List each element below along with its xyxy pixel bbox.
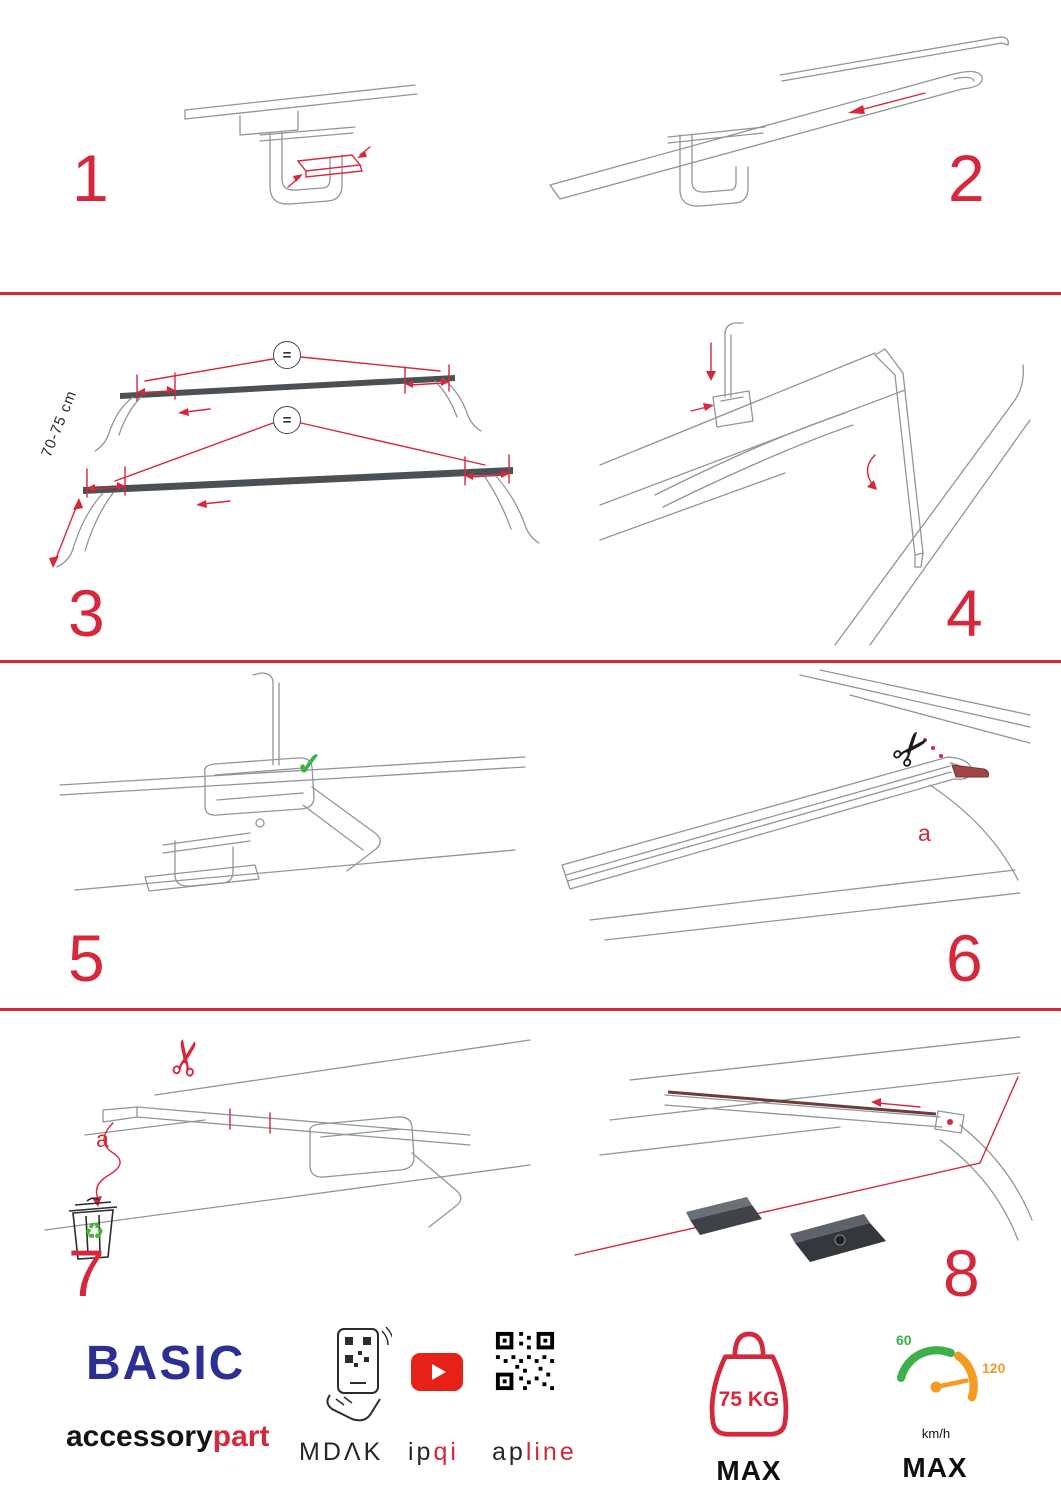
step-6-illustration: [561, 669, 1031, 941]
speed-high-label: 120: [982, 1360, 1006, 1376]
section-divider-1: [0, 292, 1061, 295]
step-1-number: 1: [72, 141, 109, 215]
step-4-number: 4: [946, 576, 983, 650]
apline-black: ap: [492, 1438, 526, 1466]
speedometer-icon: [896, 1346, 978, 1402]
step-5-number: 5: [68, 921, 105, 995]
recycle-icon: ♻: [84, 1218, 105, 1244]
step-5-illustration: [59, 672, 526, 892]
partner-mdak: MDΛK: [299, 1438, 384, 1466]
brand-tagline: accessorypart: [66, 1420, 269, 1454]
ipqi-black: ip: [408, 1438, 434, 1466]
partner-ipqi: ipqi: [408, 1438, 459, 1467]
section-divider-2: [0, 660, 1061, 663]
step-7-number: 7: [68, 1236, 105, 1310]
step-4-illustration: [599, 322, 1031, 646]
step-7-illustration: [44, 1039, 531, 1260]
speed-max-label: MAX: [902, 1452, 968, 1483]
qr-code-icon: [494, 1330, 556, 1392]
equal-spacing-badge-bottom: =: [273, 406, 301, 434]
step-2-illustration: [549, 36, 1009, 207]
equal-sign: =: [282, 346, 292, 364]
section-divider-3: [0, 1008, 1061, 1011]
speed-low-label: 60: [896, 1332, 912, 1348]
step-8-number: 8: [943, 1236, 980, 1310]
scissors-icon: ✂: [158, 1033, 218, 1083]
ipqi-red: qi: [433, 1438, 459, 1466]
strip-label-a: a: [918, 820, 931, 846]
speed-unit-label: km/h: [921, 1426, 951, 1441]
weight-max-label: MAX: [716, 1455, 782, 1486]
partner-apline: apline: [492, 1438, 577, 1467]
equal-spacing-badge-top: =: [273, 341, 301, 369]
weight-limit-icon: [709, 1331, 789, 1437]
step-3-illustration: [49, 356, 540, 568]
brand-logo: BASIC: [86, 1337, 246, 1390]
phone-qr-scan-icon: [326, 1326, 392, 1422]
tagline-black: accessory: [66, 1420, 213, 1453]
strip-label-a: a: [96, 1126, 109, 1152]
youtube-icon: [411, 1353, 463, 1391]
equal-sign: =: [282, 411, 292, 429]
step-2-number: 2: [948, 141, 985, 215]
step-6-number: 6: [946, 921, 983, 995]
check-icon: ✓: [296, 746, 323, 782]
tagline-red: part: [212, 1420, 270, 1453]
weight-value: 75 KG: [718, 1388, 780, 1411]
step-8-illustration: [574, 1036, 1033, 1262]
step-3-number: 3: [68, 576, 105, 650]
step-1-illustration: [184, 84, 418, 205]
apline-red: line: [525, 1438, 577, 1466]
